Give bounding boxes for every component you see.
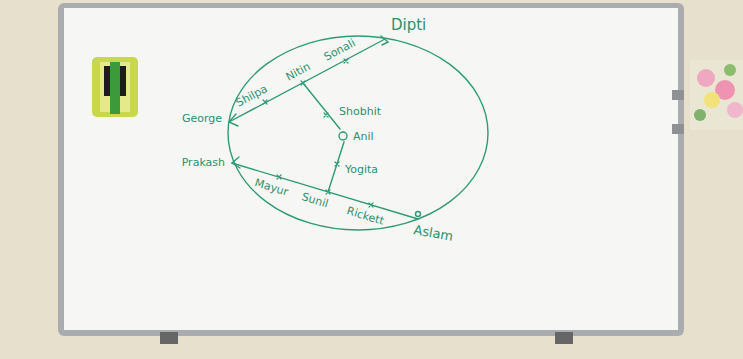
point-arrow xyxy=(232,157,240,168)
radius-line xyxy=(328,142,344,192)
board-frame xyxy=(58,3,684,336)
point-name: Shilpa xyxy=(233,82,271,110)
eraser xyxy=(92,57,138,117)
center-point xyxy=(339,132,347,140)
point-mark xyxy=(416,212,421,217)
point-name: Nitin xyxy=(283,60,314,84)
point-name: Dipti xyxy=(390,16,427,34)
point-name: Sunil xyxy=(299,190,331,211)
board-clip xyxy=(672,124,684,134)
circle-outline xyxy=(228,36,488,230)
lower-chord xyxy=(232,163,418,219)
board-surface xyxy=(64,8,678,330)
tray-leg xyxy=(160,332,178,344)
point-name: Aslam xyxy=(411,222,455,245)
radius-line xyxy=(303,83,340,129)
point-name: Shobhit xyxy=(338,105,382,118)
point-mark xyxy=(381,36,388,45)
flower-picture xyxy=(690,60,743,130)
upper-chord xyxy=(229,39,385,122)
point-name: Prakash xyxy=(181,156,226,169)
point-name: George xyxy=(181,112,223,125)
point-name: Anil xyxy=(352,130,375,143)
point-name: Yogita xyxy=(344,163,379,176)
tray-leg xyxy=(555,332,573,344)
circle-drawing xyxy=(228,36,488,230)
board-clip xyxy=(672,90,684,100)
point-name: Sonali xyxy=(321,36,358,64)
point-name: Rickett xyxy=(344,204,386,228)
point-name: Mayur xyxy=(252,176,290,199)
point-arrow xyxy=(229,114,238,126)
